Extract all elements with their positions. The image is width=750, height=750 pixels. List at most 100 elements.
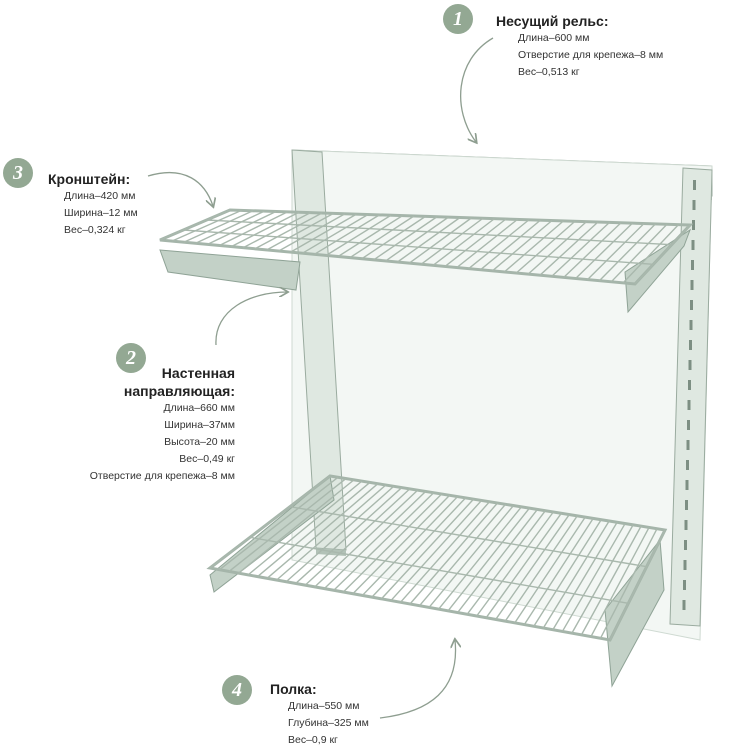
bottom-shelf-wire-cross [289, 505, 647, 568]
bottom-shelf-wire [580, 525, 642, 636]
upright-slot [686, 460, 689, 470]
callout-rail: Несущий рельс: Длина–600 мм Отверстие дл… [496, 12, 663, 81]
top-shelf-wire [575, 222, 633, 280]
upright-slot [684, 520, 688, 530]
top-shelf-wire [444, 218, 507, 267]
top-shelf-wire [587, 223, 645, 281]
spec-line: Длина–420 мм [64, 190, 136, 202]
bottom-shelf-wire [533, 519, 602, 627]
upright-slot [682, 600, 686, 610]
bottom-shelf-wire [457, 509, 538, 613]
top-shelf-wire-cross [206, 219, 672, 246]
callout-title-shelf: Полка: [270, 681, 317, 697]
upright-slot [692, 200, 696, 210]
top-shelf-wire [385, 216, 449, 262]
upright-slot [691, 260, 694, 270]
callout-title-bracket: Кронштейн: [48, 171, 131, 187]
spec-line: Вес–0,513 кг [518, 66, 580, 78]
top-shelf-wire [468, 219, 530, 270]
upright-slot [691, 240, 695, 250]
top-shelf-wire [456, 218, 518, 269]
upright-slot [689, 340, 692, 350]
bottom-shelf-wire [504, 515, 578, 622]
bottom-shelf-wire [247, 480, 363, 576]
upright-slot [687, 420, 690, 430]
spec-line: Глубина–325 мм [288, 717, 369, 729]
bottom-shelf-wire [514, 516, 586, 624]
callout-bracket: Кронштейн: Длина–420 мм Ширина–12 мм Вес… [48, 170, 138, 239]
top-shelf-wire [373, 216, 438, 261]
bottom-shelf-wire [542, 520, 610, 629]
bottom-shelf-wire [552, 521, 618, 631]
arrow-to-rail [459, 37, 494, 142]
bottom-shelf-wire [466, 510, 546, 615]
bottom-shelf-wire [219, 476, 339, 571]
top-shelf-wire [314, 214, 380, 255]
spec-line: Ширина–12 мм [64, 207, 138, 219]
bottom-shelf-wire [390, 499, 483, 602]
upright-slot [683, 580, 686, 590]
bottom-shelf-wire [285, 485, 395, 583]
top-wire-shelf [159, 208, 694, 286]
top-shelf-wire [420, 217, 484, 265]
upright-slot [683, 560, 687, 570]
top-shelf-wire [254, 212, 323, 250]
top-shelf-wire-cross [183, 229, 654, 266]
spec-line: Длина–600 мм [518, 32, 590, 44]
bottom-shelf-wire [476, 511, 554, 617]
top-shelf-wire [610, 223, 668, 283]
bottom-shelf-wire [590, 527, 650, 637]
top-shelf-wire [325, 214, 392, 256]
bottom-shelf-wire [266, 483, 379, 579]
spec-line: Ширина–37мм [164, 419, 235, 431]
upright-slot [685, 480, 689, 490]
upright-slot [688, 380, 691, 390]
top-shelf-wire [337, 215, 403, 258]
top-shelf-wire [230, 211, 300, 248]
callout-title-rail: Несущий рельс: [496, 13, 609, 29]
callout-title-upright-1: Настенная [161, 365, 235, 381]
top-shelf-wire [397, 216, 461, 263]
upright-slot [685, 500, 688, 510]
top-shelf-wire [527, 221, 587, 275]
top-shelf-wire [551, 221, 610, 277]
bottom-shelf-wire [495, 514, 570, 620]
bottom-shelf-wire [352, 494, 451, 595]
top-shelf-wire [408, 217, 472, 264]
spec-line: Отверстие для крепежа–8 мм [89, 470, 235, 482]
bottom-shelf-wire [314, 489, 419, 588]
bottom-shelf-wire [571, 524, 634, 634]
upright-slot [684, 540, 687, 550]
top-shelf-wire [302, 213, 369, 254]
bottom-shelf-wire [399, 501, 491, 603]
bottom-shelf-wire [257, 481, 371, 578]
top-shelf-wire [432, 218, 495, 266]
top-shelf-wire [219, 211, 288, 247]
top-shelf-wire [515, 220, 576, 274]
spec-line: Длина–660 мм [163, 402, 235, 414]
bottom-shelf-wire [295, 487, 403, 584]
bottom-shelf-wire [438, 506, 522, 610]
bottom-shelf-wire [380, 498, 475, 600]
bottom-shelf-wire [409, 502, 499, 605]
top-shelf-wire [622, 224, 680, 284]
callout-upright: Настенная направляющая: Длина–660 мм Шир… [90, 364, 235, 485]
bottom-shelf-wire [361, 496, 459, 596]
top-shelf-wire [480, 219, 541, 271]
upright-slot [688, 360, 692, 370]
upright-slot [692, 220, 695, 230]
arrow-to-bracket [147, 171, 213, 206]
bottom-shelf-wire [418, 503, 507, 607]
upright-slot [689, 320, 693, 330]
bottom-shelf-wire [228, 478, 347, 572]
upright-slot [690, 300, 693, 310]
spec-line: Отверстие для крепежа–8 мм [518, 49, 664, 61]
callout-shelf: Полка: Длина–550 мм Глубина–325 мм Вес–0… [270, 680, 369, 749]
top-shelf-wire [195, 210, 265, 244]
bottom-wire-shelf [206, 474, 668, 642]
callout-number-3: 3 [3, 158, 33, 188]
top-shelf-wire [492, 219, 553, 272]
wall-upright-right [669, 167, 713, 627]
arrow-to-shelf [379, 640, 456, 719]
bottom-shelf-wire [333, 492, 435, 591]
